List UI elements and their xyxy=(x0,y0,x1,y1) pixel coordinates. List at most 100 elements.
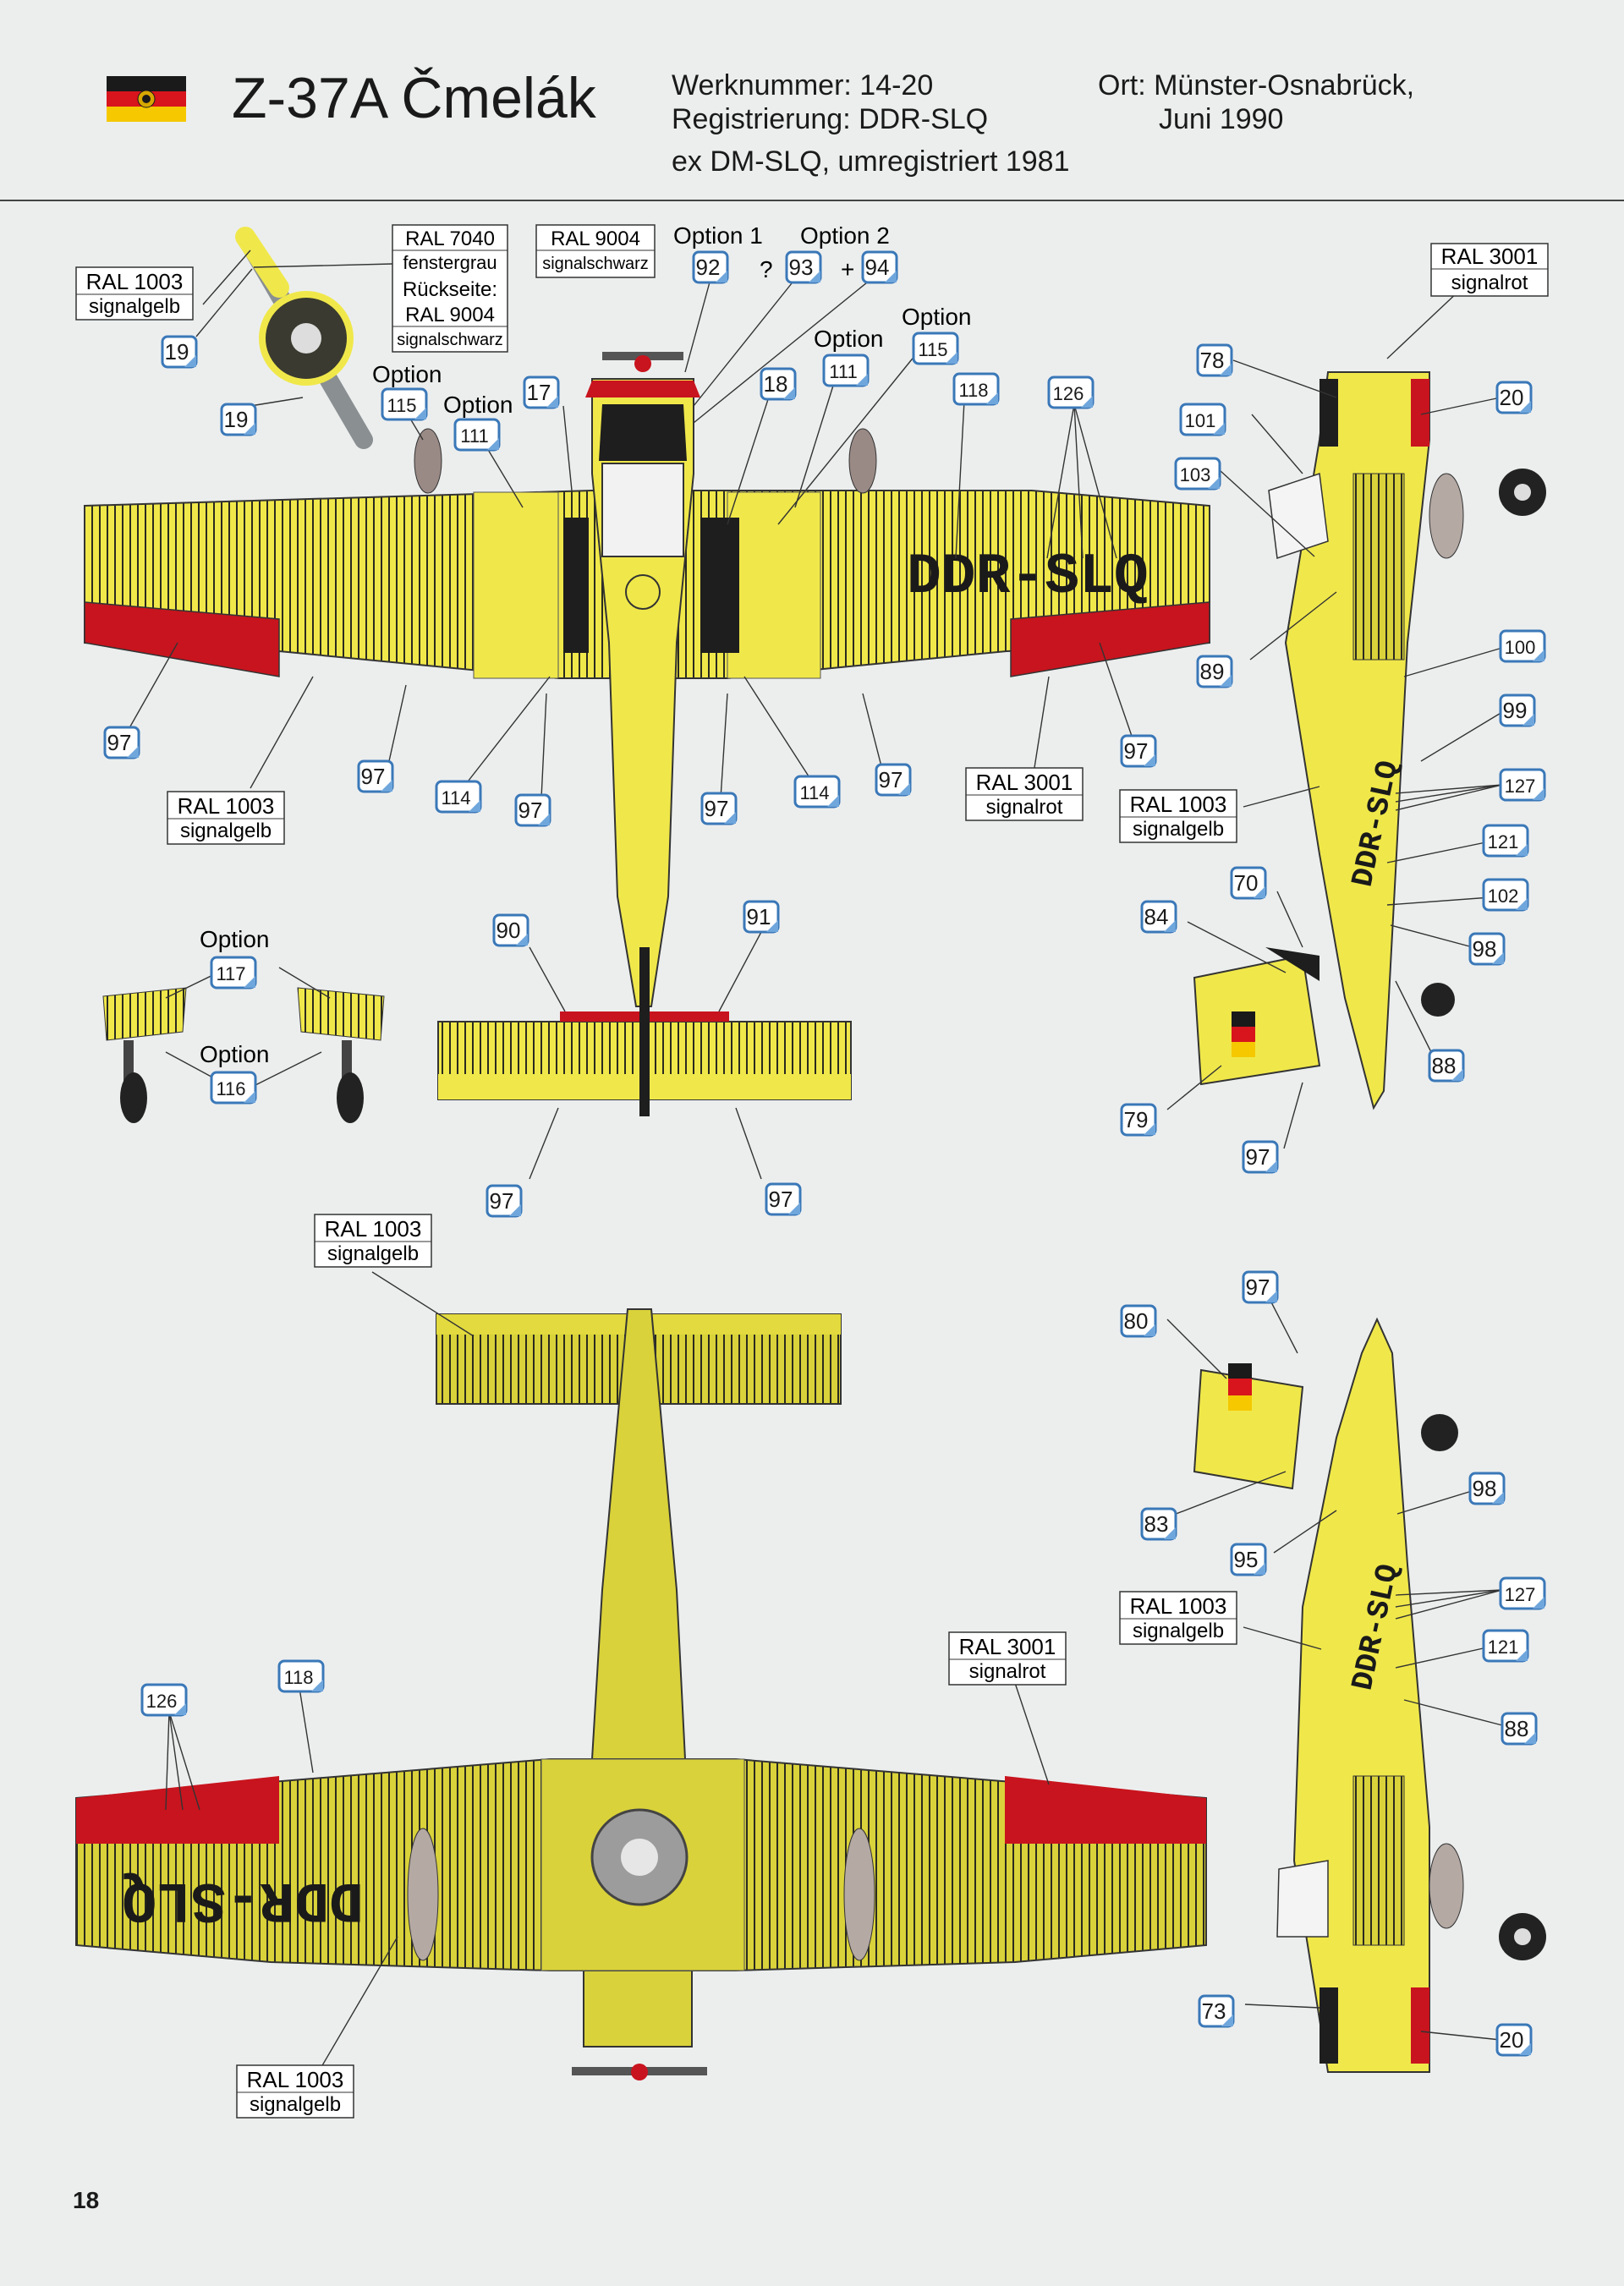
decal-number: 93 xyxy=(789,255,814,280)
decal-badge-d97h: 97 xyxy=(765,1182,802,1216)
decal-badge-d83: 83 xyxy=(1140,1507,1177,1541)
decal-badge-d97i: 97 xyxy=(1242,1140,1279,1174)
prop-detail xyxy=(235,227,373,449)
decal-number: 17 xyxy=(527,380,551,405)
decal-badge-d114b: 114 xyxy=(793,775,841,809)
decal-badge-d126a: 126 xyxy=(1047,376,1095,409)
decal-number: 97 xyxy=(107,730,132,755)
ral1003side2-name: signalgelb xyxy=(1133,1620,1224,1642)
decal-number: 97 xyxy=(518,798,543,823)
decal-badge-d116: 116 xyxy=(210,1071,257,1105)
decal-badge-d18: 18 xyxy=(760,367,797,401)
decal-number: 114 xyxy=(441,787,470,809)
top-view: DDR-SLQ xyxy=(84,352,1210,1116)
decal-badge-d127a: 127 xyxy=(1499,768,1546,802)
decal-number: 117 xyxy=(216,963,245,984)
decal-number: 118 xyxy=(283,1667,313,1688)
decal-number: 127 xyxy=(1505,1584,1536,1605)
decal-badge-d93: 93 xyxy=(785,250,822,284)
decal-badge-d88a: 88 xyxy=(1428,1049,1465,1083)
ral3001bottom-name: signalrot xyxy=(969,1660,1046,1683)
option-c-text: Option xyxy=(814,326,884,352)
ral1003side2-code: RAL 1003 xyxy=(1130,1593,1227,1619)
ral1003b-name: signalgelb xyxy=(180,820,272,842)
decal-badge-d114a: 114 xyxy=(435,780,482,814)
decal-number: 88 xyxy=(1505,1716,1529,1741)
decal-number: 80 xyxy=(1124,1308,1149,1334)
decal-number: 83 xyxy=(1144,1511,1169,1537)
decal-number: 116 xyxy=(216,1078,245,1099)
decal-badge-d97a: 97 xyxy=(103,726,140,759)
decal-number: 90 xyxy=(497,918,521,943)
ral1003bottom-code: RAL 1003 xyxy=(247,2067,344,2092)
ral9004b-name: signalschwarz xyxy=(397,331,503,349)
ral3001bottom-code: RAL 3001 xyxy=(959,1634,1056,1659)
decal-badge-d19a: 19 xyxy=(161,335,198,369)
ral1003side-code: RAL 1003 xyxy=(1130,792,1227,817)
decal-badge-d101: 101 xyxy=(1179,403,1226,436)
decal-number: 79 xyxy=(1124,1107,1149,1132)
ral9004a-name: signalschwarz xyxy=(542,255,649,273)
decal-number: 97 xyxy=(769,1187,793,1212)
decal-number: 97 xyxy=(1246,1275,1270,1300)
decal-number: 101 xyxy=(1185,410,1216,431)
decal-number: 20 xyxy=(1500,385,1524,410)
ral9004b-code: RAL 9004 xyxy=(405,304,495,326)
decal-badge-d98b: 98 xyxy=(1468,1472,1506,1505)
decal-badge-d80: 80 xyxy=(1120,1304,1157,1338)
decal-number: 19 xyxy=(165,339,189,365)
decal-badge-d103: 103 xyxy=(1174,457,1221,491)
decal-number: 97 xyxy=(1246,1144,1270,1170)
option-a-text: Option xyxy=(372,361,442,387)
decal-number: 78 xyxy=(1200,348,1225,373)
decal-number: 98 xyxy=(1473,936,1497,962)
decal-badge-d97e: 97 xyxy=(875,763,912,797)
location: Ort: Münster-Osnabrück, xyxy=(1098,69,1415,101)
decal-number: 111 xyxy=(460,425,488,447)
option-texts: Option 1 Option 2 ? + Option Option Opti… xyxy=(200,222,972,1067)
option-d-text: Option xyxy=(902,304,972,330)
decal-badge-d20a: 20 xyxy=(1495,381,1533,414)
decal-badge-d90: 90 xyxy=(492,913,529,947)
decal-badge-d19b: 19 xyxy=(220,403,257,436)
decal-badge-d73: 73 xyxy=(1198,1994,1235,2028)
decal-badge-d126b: 126 xyxy=(140,1683,188,1717)
bottom-registration: DDR-SLQ xyxy=(122,1867,364,1932)
option-e-text: Option xyxy=(200,926,270,952)
decal-badge-d99: 99 xyxy=(1499,693,1536,727)
option1-text: Option 1 xyxy=(673,222,763,249)
decal-badge-d121a: 121 xyxy=(1482,824,1529,858)
decal-badge-d97g: 97 xyxy=(486,1184,523,1218)
ral7040-note: Rückseite: xyxy=(403,278,497,301)
decal-badge-d100: 100 xyxy=(1499,629,1546,663)
header-divider xyxy=(0,200,1624,201)
decal-badge-d117: 117 xyxy=(210,956,257,990)
decal-badge-d97b: 97 xyxy=(357,759,394,793)
decal-number: 126 xyxy=(146,1691,178,1712)
decal-number: 111 xyxy=(829,361,857,382)
decal-number: 102 xyxy=(1488,885,1519,907)
option2-text: Option 2 xyxy=(800,222,890,249)
ral1003a-name: signalgelb xyxy=(89,295,180,318)
right-red-flap xyxy=(1010,601,1210,677)
decal-badge-d111b: 111 xyxy=(822,354,870,387)
decal-number: 114 xyxy=(799,782,829,803)
decal-number: 19 xyxy=(224,407,249,432)
side-view-right: DDR-SLQ xyxy=(1193,371,1546,1110)
decal-number: 100 xyxy=(1505,637,1536,658)
decal-number: 94 xyxy=(865,255,890,280)
decal-badge-d91: 91 xyxy=(743,900,780,934)
location-date: Juni 1990 xyxy=(1159,103,1284,135)
decal-badge-d115a: 115 xyxy=(381,387,428,421)
decal-number: 70 xyxy=(1234,870,1259,896)
decal-number: 97 xyxy=(1124,738,1149,764)
decal-badge-d121b: 121 xyxy=(1482,1629,1529,1663)
decal-badge-d97f: 97 xyxy=(1120,734,1157,768)
decal-badge-d70: 70 xyxy=(1230,866,1267,900)
page-header: Z-37A Čmelák Werknummer: 14-20 Registrie… xyxy=(0,0,1624,201)
decal-badge-d111a: 111 xyxy=(453,418,501,452)
decal-number: 20 xyxy=(1500,2027,1524,2053)
gdr-flag-icon xyxy=(107,76,186,122)
decal-number: 97 xyxy=(705,796,729,821)
